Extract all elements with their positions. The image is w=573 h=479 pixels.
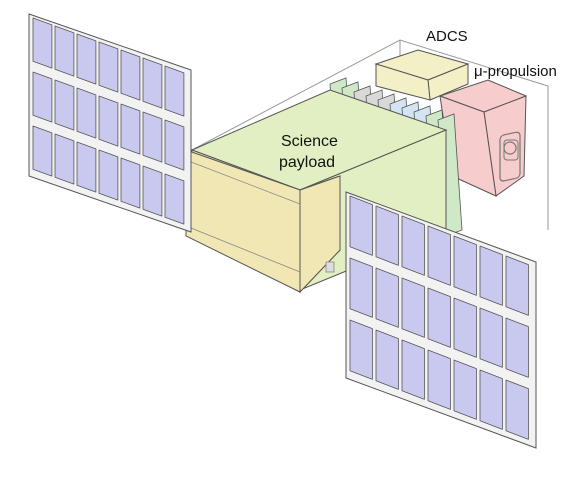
solar-cell bbox=[427, 225, 451, 286]
solar-cell bbox=[427, 287, 451, 348]
solar-cell bbox=[479, 245, 503, 306]
solar-panel-right bbox=[345, 191, 537, 449]
solar-cell bbox=[120, 49, 141, 101]
solar-cell bbox=[98, 149, 119, 201]
solar-cell bbox=[505, 317, 529, 378]
solar-cell bbox=[427, 349, 451, 410]
label-propulsion: μ-propulsion bbox=[474, 63, 557, 80]
solar-cell bbox=[375, 205, 399, 266]
solar-cell bbox=[120, 103, 141, 155]
solar-cell bbox=[54, 25, 75, 77]
solar-cell bbox=[32, 125, 53, 177]
solar-cell bbox=[505, 255, 529, 316]
solar-cell bbox=[54, 133, 75, 185]
solar-cell bbox=[142, 165, 163, 217]
solar-cell bbox=[401, 277, 425, 338]
solar-cell bbox=[164, 173, 185, 225]
solar-panel-left bbox=[28, 13, 192, 233]
solar-cell bbox=[479, 307, 503, 368]
solar-cell bbox=[76, 141, 97, 193]
solar-cell bbox=[453, 297, 477, 358]
solar-cell bbox=[453, 359, 477, 420]
solar-cell bbox=[453, 235, 477, 296]
solar-cell bbox=[98, 41, 119, 93]
label-science-payload-line1: Science bbox=[281, 133, 338, 150]
solar-cell bbox=[401, 215, 425, 276]
solar-cell bbox=[164, 119, 185, 171]
solar-cell bbox=[76, 87, 97, 139]
solar-cell bbox=[142, 57, 163, 109]
solar-cell bbox=[349, 195, 373, 256]
solar-cell bbox=[164, 65, 185, 117]
label-adcs: ADCS bbox=[426, 28, 468, 45]
solar-cell bbox=[349, 257, 373, 318]
label-science-payload-line2: payload bbox=[279, 154, 335, 171]
solar-cell bbox=[375, 329, 399, 390]
solar-cell bbox=[142, 111, 163, 163]
adcs-module bbox=[374, 49, 470, 101]
solar-cell bbox=[349, 319, 373, 380]
solar-cell bbox=[32, 71, 53, 123]
solar-cell bbox=[32, 17, 53, 69]
solar-cell bbox=[375, 267, 399, 328]
solar-cell bbox=[401, 339, 425, 400]
solar-cell bbox=[120, 157, 141, 209]
solar-cell bbox=[505, 379, 529, 440]
solar-cell bbox=[76, 33, 97, 85]
solar-cell bbox=[98, 95, 119, 147]
solar-cell bbox=[479, 369, 503, 430]
solar-cell bbox=[54, 79, 75, 131]
